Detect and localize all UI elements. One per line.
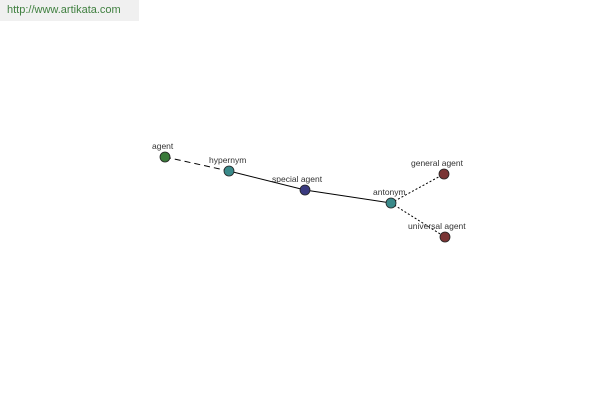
graph-labels: agent hypernym special agent antonym general… (152, 141, 466, 231)
site-url[interactable]: http://www.artikata.com (0, 0, 139, 21)
node-agent[interactable] (159, 151, 171, 163)
node-label-general: general agent (411, 158, 464, 168)
edge-antonym-universal (390, 202, 446, 238)
node-label-special: special agent (272, 174, 323, 184)
node-antonym[interactable] (385, 197, 397, 209)
node-label-antonym: antonym (373, 187, 406, 197)
node-universal[interactable] (439, 231, 451, 243)
edge-agent-hypernym (164, 156, 230, 172)
node-label-hypernym: hypernym (209, 155, 246, 165)
node-label-universal: universal agent (408, 221, 466, 231)
node-special[interactable] (299, 184, 311, 196)
graph-nodes (159, 151, 451, 243)
node-hypernym[interactable] (223, 165, 235, 177)
node-general[interactable] (438, 168, 450, 180)
node-label-agent: agent (152, 141, 174, 151)
edge-special-antonym (304, 189, 392, 204)
graph-edges (164, 156, 446, 238)
edge-hypernym-special (228, 170, 306, 191)
